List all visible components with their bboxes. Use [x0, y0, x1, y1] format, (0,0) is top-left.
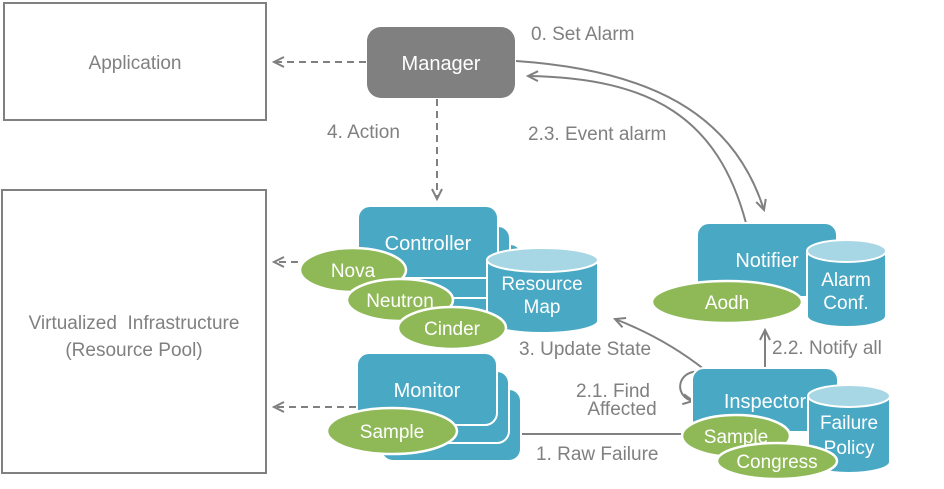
application-label: Application	[89, 53, 182, 74]
virtualized-infrastructure-label-line2: (Resource Pool)	[65, 340, 202, 361]
action-label: 4. Action	[327, 122, 400, 143]
alarm-conf-label-line2: Conf.	[823, 293, 868, 314]
virtualized-infrastructure-box	[1, 189, 267, 474]
nova-label: Nova	[331, 261, 376, 282]
failure-policy-label-line2: Policy	[824, 438, 875, 459]
congress-ellipse	[715, 441, 839, 481]
set-alarm-label: 0. Set Alarm	[531, 24, 635, 45]
raw-failure-label: 1. Raw Failure	[536, 444, 659, 465]
event-alarm-arrow	[525, 70, 747, 224]
inspector-label: Inspector	[724, 391, 807, 413]
controller-label: Controller	[385, 233, 472, 255]
notify-all-label: 2.2. Notify all	[772, 338, 882, 359]
monitor-sample-ellipse	[325, 406, 459, 456]
resource-map-label-line2: Map	[524, 297, 561, 318]
application-box	[3, 2, 267, 121]
alarm-conf-cylinder	[806, 239, 887, 328]
neutron-label: Neutron	[366, 291, 434, 312]
aodh-label: Aodh	[705, 293, 749, 314]
failure-policy-label-line1: Failure	[820, 413, 878, 434]
notifier-label: Notifier	[735, 250, 799, 272]
congress-label: Congress	[736, 452, 817, 473]
resource-map-label-line1: Resource	[501, 274, 582, 295]
manager-box	[367, 27, 515, 98]
event-alarm-label: 2.3. Event alarm	[528, 124, 666, 145]
inspector-sample-label: Sample	[704, 427, 768, 448]
monitor-sample-label: Sample	[360, 422, 424, 443]
virtualized-infrastructure-label-line1: Virtualized Infrastructure	[29, 313, 240, 334]
aodh-ellipse	[650, 279, 804, 325]
cinder-label: Cinder	[424, 319, 481, 340]
find-affected-label-line1: 2.1. Find	[576, 381, 650, 402]
update-state-arrow	[612, 316, 706, 371]
manager-label: Manager	[402, 53, 481, 75]
set-alarm-arrow	[515, 60, 767, 213]
alarm-conf-label-line1: Alarm	[821, 270, 871, 291]
cinder-ellipse	[396, 305, 508, 351]
update-state-label: 3. Update State	[519, 339, 651, 360]
find-affected-loop-arrow	[679, 370, 700, 406]
find-affected-label-line2: Affected	[587, 399, 656, 420]
monitor-label: Monitor	[394, 380, 461, 402]
